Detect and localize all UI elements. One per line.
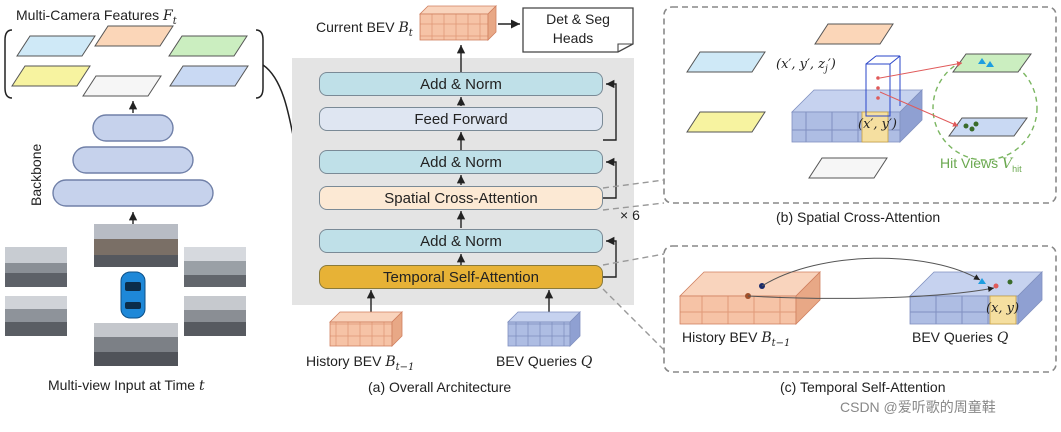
add-norm-3: Add & Norm: [319, 72, 603, 96]
backbone-layer-3: [52, 179, 214, 207]
backbone-layer-2: [72, 146, 194, 174]
add-norm-2: Add & Norm: [319, 150, 603, 174]
spatial-cross-attention-block: Spatial Cross-Attention: [319, 186, 603, 210]
panel-c-query-slab: [909, 271, 1043, 325]
panel-b-connectors: [602, 179, 665, 211]
query-pillar-cell: [861, 111, 889, 143]
caption-c: (c) Temporal Self-Attention: [780, 379, 946, 395]
features-bracket: [4, 29, 264, 99]
view-plane-b2: [814, 23, 894, 45]
heads-label-line2: Heads: [552, 30, 594, 46]
temporal-arrows: [747, 257, 995, 299]
panel-b-bev-slab: [791, 55, 923, 143]
backbone-layer-1: [92, 114, 174, 142]
panel-c-history-slab: [679, 271, 821, 325]
caption-b: (b) Spatial Cross-Attention: [776, 209, 941, 225]
caption-a: (a) Overall Architecture: [368, 379, 512, 395]
backbone-label: Backbone: [28, 143, 44, 206]
feature-plane-5: [82, 75, 162, 97]
camera-images: [5, 224, 246, 366]
feature-planes: [11, 25, 249, 97]
current-bev-label: Current BEV Bt: [316, 19, 413, 39]
camera-image-back-left: [5, 296, 67, 336]
panel-c-queries-label: BEV Queries Q: [912, 329, 1009, 346]
backbone-pyramid: [52, 114, 214, 207]
point-3d-label: (x′, y′, zj′): [776, 57, 836, 75]
heads-label-line1: Det & Seg: [546, 11, 610, 27]
add-norm-1: Add & Norm: [319, 229, 603, 253]
query-cell-c: [989, 295, 1017, 325]
hit-view-green: [952, 53, 1032, 73]
panel-c-point-label: (x, y): [986, 301, 1020, 316]
camera-image-back: [94, 323, 178, 366]
watermark: CSDN @爱听歌的周童鞋: [840, 399, 996, 415]
bev-queries-label: BEV Queries Q: [496, 353, 593, 370]
camera-image-front-left: [5, 247, 67, 287]
feature-plane-4: [11, 65, 91, 87]
feature-plane-1: [16, 35, 96, 57]
bev-queries-cube: [507, 311, 581, 347]
current-bev-cube: [419, 5, 497, 41]
heads-box: [522, 7, 634, 53]
view-plane-b1: [686, 51, 766, 73]
feature-plane-2: [94, 25, 174, 47]
hit-view-blue: [948, 117, 1028, 137]
view-plane-b3: [686, 111, 766, 133]
repeat-label: × 6: [620, 207, 640, 223]
temporal-self-attention-block: Temporal Self-Attention: [319, 265, 603, 289]
ego-car-icon: [120, 271, 146, 319]
hit-views-label: Hit Views Vhit: [940, 155, 1022, 174]
input-caption: Multi-view Input at Time t: [48, 377, 205, 394]
history-bev-cube: [329, 311, 403, 347]
features-title: Multi-Camera Features Ft: [16, 7, 177, 27]
view-plane-b4: [808, 157, 888, 179]
camera-image-back-right: [184, 296, 246, 336]
projection-arrows: [879, 60, 963, 127]
feature-plane-3: [168, 35, 248, 57]
point-2d-label: (x′, y′): [858, 117, 897, 132]
panel-c-connectors: [602, 253, 665, 351]
query-pillar: [865, 63, 891, 117]
panel-b-views: [686, 23, 894, 179]
camera-image-front: [94, 224, 178, 267]
hit-markers: [963, 58, 994, 132]
panel-c-history-label: History BEV Bt−1: [682, 329, 791, 349]
feed-forward: Feed Forward: [319, 107, 603, 131]
feature-plane-6: [169, 65, 249, 87]
panel-c-frame: [663, 245, 1057, 373]
camera-image-front-right: [184, 247, 246, 287]
history-bev-label: History BEV Bt−1: [306, 353, 415, 373]
